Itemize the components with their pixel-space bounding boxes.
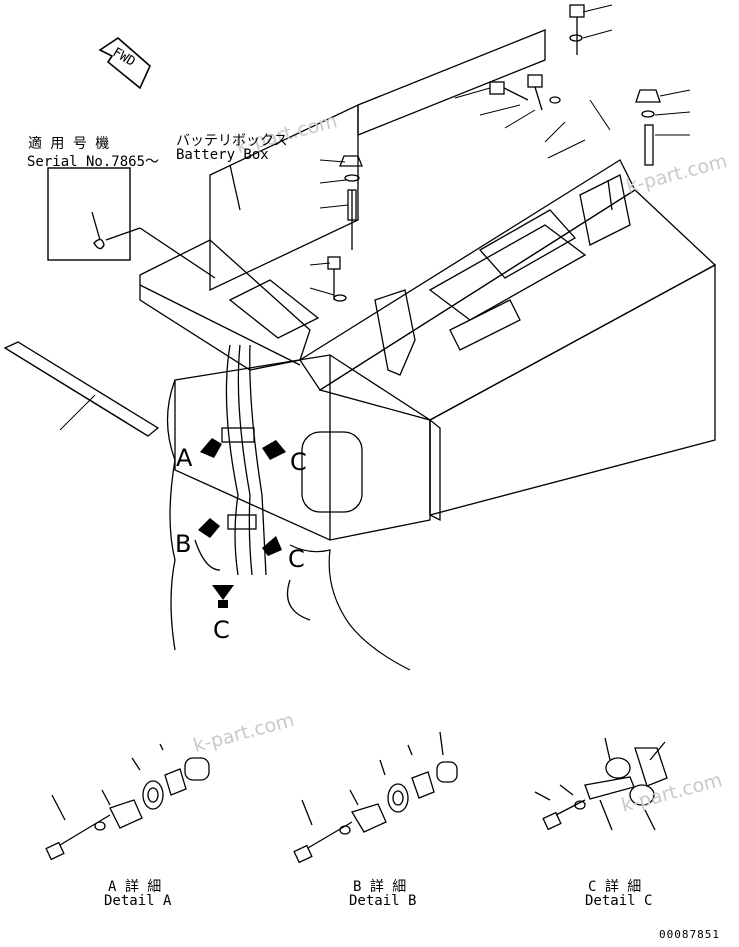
- detail-c-caption-jp: C 詳 細: [588, 879, 642, 895]
- bolt-icon: [489, 74, 561, 111]
- fwd-arrow-icon: [98, 36, 151, 90]
- bolt-icon: [339, 155, 363, 250]
- serial-label-en: Serial No.7865～: [27, 154, 160, 170]
- detail-b-caption-jp: B 詳 細: [353, 879, 407, 895]
- view-letter-c: C: [288, 545, 305, 573]
- bolt-icon: [635, 89, 661, 166]
- side-rod: [3, 341, 160, 437]
- serial-label-jp: 適 用 号 機: [28, 136, 110, 152]
- view-letter-b: B: [175, 530, 192, 558]
- view-letter-c: C: [213, 616, 230, 644]
- detail-a-caption-jp: A 詳 細: [108, 879, 162, 895]
- detail-b-parts: [293, 731, 458, 864]
- view-letter-a: A: [176, 444, 193, 472]
- chassis-frame: [299, 159, 717, 522]
- bolt-icon: [569, 4, 585, 55]
- battery-box-label-jp: バッテリボックス: [176, 133, 288, 149]
- battery-box-label-en: Battery Box: [176, 147, 269, 163]
- detail-c-parts: [534, 737, 668, 831]
- wiring-harness: [194, 344, 267, 576]
- support-box: [166, 354, 431, 651]
- detail-a-parts: [45, 743, 210, 861]
- battery-box: [139, 29, 546, 371]
- drawing-number: 00087851: [659, 928, 720, 941]
- serial-inset-box: [47, 167, 131, 261]
- detail-b-caption-en: Detail B: [349, 893, 417, 909]
- view-letter-c: C: [290, 448, 307, 476]
- detail-c-caption-en: Detail C: [585, 893, 653, 909]
- view-arrow-icon: [198, 438, 286, 608]
- detail-a-caption-en: Detail A: [104, 893, 172, 909]
